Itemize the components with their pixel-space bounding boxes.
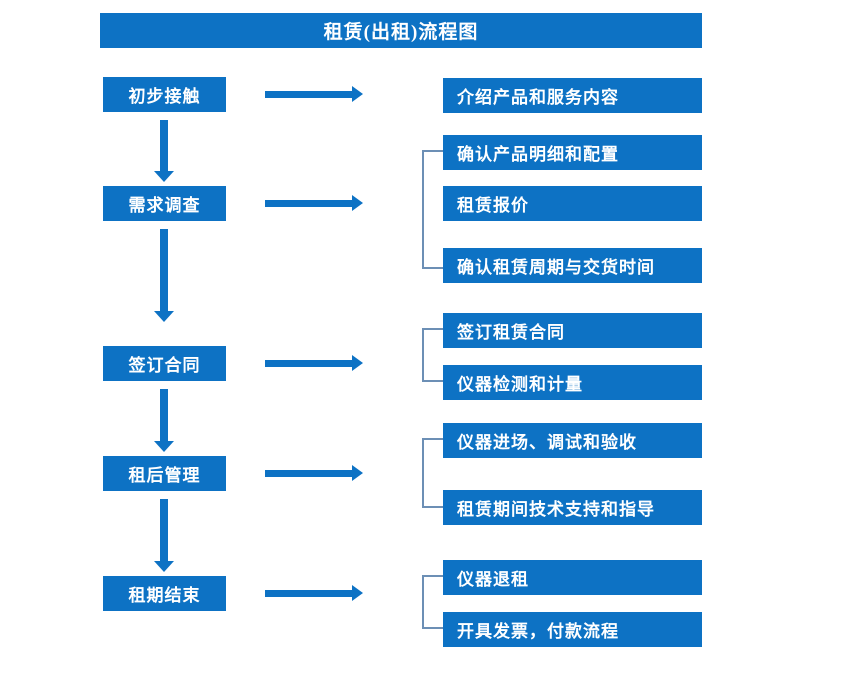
vertical-arrow-4-shaft (160, 499, 168, 561)
group-bracket-4 (422, 438, 443, 508)
detail-box-9[interactable]: 仪器退租 (443, 560, 702, 595)
horizontal-arrow-3-head (352, 355, 363, 371)
horizontal-arrow-1-shaft (265, 91, 353, 98)
vertical-arrow-3-shaft (160, 389, 168, 441)
horizontal-arrow-5-shaft (265, 590, 353, 597)
detail-box-2[interactable]: 确认产品明细和配置 (443, 135, 702, 170)
horizontal-arrow-2-shaft (265, 200, 353, 207)
stage-box-4[interactable]: 租后管理 (103, 456, 226, 491)
horizontal-arrow-4-head (352, 465, 363, 481)
horizontal-arrow-3-shaft (265, 360, 353, 367)
vertical-arrow-1-shaft (160, 120, 168, 171)
detail-box-4[interactable]: 确认租赁周期与交货时间 (443, 248, 702, 283)
horizontal-arrow-2-head (352, 195, 363, 211)
stage-box-1[interactable]: 初步接触 (103, 77, 226, 112)
detail-box-3[interactable]: 租赁报价 (443, 186, 702, 221)
horizontal-arrow-5-head (352, 585, 363, 601)
horizontal-arrow-4-shaft (265, 470, 353, 477)
stage-box-3[interactable]: 签订合同 (103, 346, 226, 381)
vertical-arrow-2-shaft (160, 229, 168, 311)
vertical-arrow-1-head (154, 171, 174, 182)
page-title: 租赁(出租)流程图 (100, 13, 702, 48)
detail-box-6[interactable]: 仪器检测和计量 (443, 365, 702, 400)
vertical-arrow-4-head (154, 561, 174, 572)
stage-box-5[interactable]: 租期结束 (103, 576, 226, 611)
group-bracket-3 (422, 328, 443, 382)
detail-box-8[interactable]: 租赁期间技术支持和指导 (443, 490, 702, 525)
group-bracket-5 (422, 575, 443, 629)
horizontal-arrow-1-head (352, 86, 363, 102)
detail-box-5[interactable]: 签订租赁合同 (443, 313, 702, 348)
detail-box-1[interactable]: 介绍产品和服务内容 (443, 78, 702, 113)
group-bracket-2 (422, 150, 443, 269)
detail-box-7[interactable]: 仪器进场、调试和验收 (443, 423, 702, 458)
detail-box-10[interactable]: 开具发票，付款流程 (443, 612, 702, 647)
vertical-arrow-2-head (154, 311, 174, 322)
vertical-arrow-3-head (154, 441, 174, 452)
stage-box-2[interactable]: 需求调查 (103, 186, 226, 221)
